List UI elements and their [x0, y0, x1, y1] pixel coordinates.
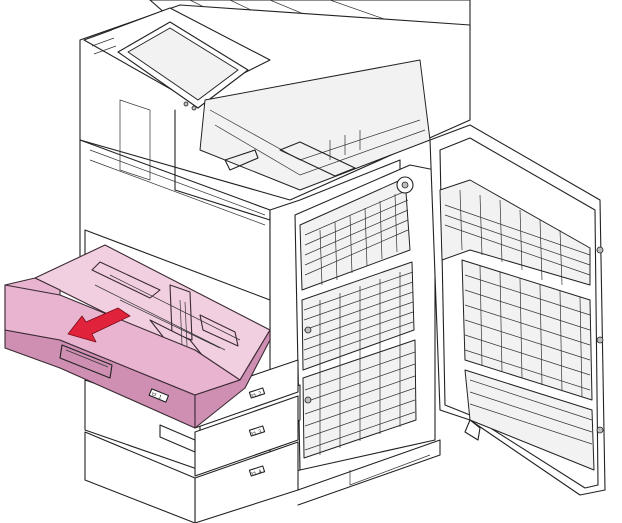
drawer-2-label: ᗨ 2: [251, 391, 263, 400]
drawer-4-label: ᗨ 4: [251, 469, 263, 478]
drawer-3-label: ᗨ 3: [251, 429, 263, 438]
drawer-3[interactable]: [194, 395, 299, 477]
tray-1-label: ᗨ 1: [151, 391, 163, 400]
touch-panel-icon: [89, 21, 249, 111]
pull-direction-arrow-icon: [67, 307, 131, 343]
right-door-open: [429, 124, 606, 496]
tray-1-label-plate: [148, 388, 170, 403]
internal-transport: [294, 164, 436, 471]
paper-tray-1[interactable]: ᗨ 1: [4, 244, 271, 429]
output-tray: [199, 59, 431, 191]
